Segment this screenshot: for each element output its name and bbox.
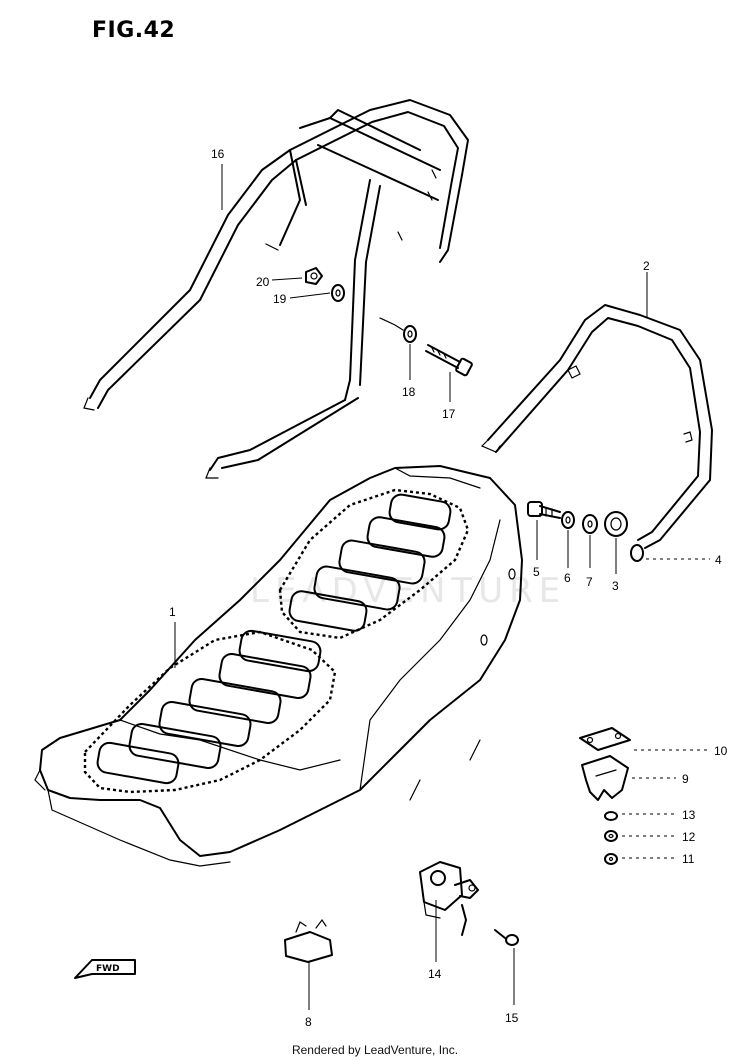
leader-lines: [174, 164, 710, 1010]
callout-labels: 16 20 19 18 17 2 5 6 7 3 4 1 10 9 13 12 …: [169, 147, 728, 1029]
callout-2: 2: [643, 259, 650, 273]
callout-4: 4: [715, 553, 722, 567]
callout-3: 3: [612, 579, 619, 593]
callout-9: 9: [682, 772, 689, 786]
grab-bar-part-2[interactable]: [480, 304, 713, 549]
forward-direction-arrow: FWD: [74, 959, 136, 979]
callout-18: 18: [402, 385, 416, 399]
callout-13: 13: [682, 808, 696, 822]
callout-19: 19: [273, 292, 287, 306]
washer-part-19[interactable]: [331, 284, 345, 302]
rear-carrier-rack[interactable]: [83, 99, 469, 479]
callout-11: 11: [682, 852, 695, 866]
callout-14: 14: [428, 967, 442, 981]
stopper-part-8[interactable]: [284, 918, 333, 963]
hook-bracket-part-9[interactable]: [581, 755, 629, 801]
end-cap-part-4[interactable]: [630, 544, 644, 562]
seat-part-1[interactable]: [34, 465, 523, 867]
callout-1: 1: [169, 605, 176, 619]
washer-part-18[interactable]: [403, 325, 417, 343]
callout-5: 5: [533, 565, 540, 579]
bolt-part-17[interactable]: [425, 344, 473, 377]
callout-7: 7: [586, 575, 593, 589]
callout-10: 10: [714, 744, 728, 758]
bracket-plate-part-10[interactable]: [579, 727, 631, 751]
callout-6: 6: [564, 571, 571, 585]
lock-washer-part-6[interactable]: [561, 511, 575, 529]
washer-part-13[interactable]: [604, 811, 618, 821]
screw-part-15[interactable]: [494, 929, 519, 946]
footer-credit: Rendered by LeadVenture, Inc.: [291, 1043, 459, 1057]
fwd-label: FWD: [96, 964, 120, 974]
nut-part-20[interactable]: [305, 267, 323, 285]
bolt-part-5[interactable]: [527, 501, 561, 519]
callout-12: 12: [682, 830, 696, 844]
lock-washer-part-12[interactable]: [604, 830, 618, 842]
figure-title: FIG.42: [92, 18, 176, 43]
callout-16: 16: [211, 147, 225, 161]
callout-8: 8: [305, 1015, 312, 1029]
seat-lock-part-14[interactable]: [419, 861, 479, 936]
callout-17: 17: [442, 407, 456, 421]
collar-part-3[interactable]: [604, 511, 628, 537]
callout-15: 15: [505, 1011, 519, 1025]
nut-part-11[interactable]: [604, 853, 618, 865]
callout-20: 20: [256, 275, 270, 289]
washer-part-7[interactable]: [582, 514, 598, 534]
